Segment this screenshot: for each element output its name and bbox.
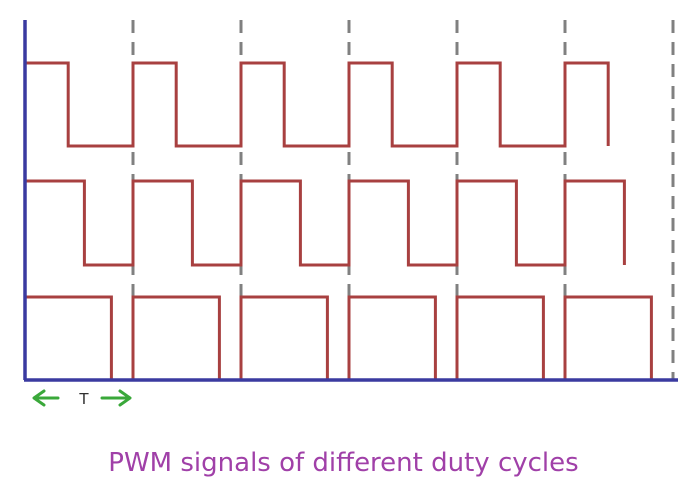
pwm-signals — [23, 61, 653, 382]
period-markers — [131, 20, 675, 380]
period-label: T — [78, 390, 89, 408]
pwm-signal-3 — [23, 295, 653, 382]
period-indicator: T — [32, 389, 132, 408]
arrow-left-icon — [32, 389, 60, 407]
arrow-right-icon — [100, 389, 132, 407]
axes — [23, 20, 678, 382]
pwm-signal-1 — [23, 61, 610, 148]
pwm-signal-2 — [23, 179, 626, 267]
caption: PWM signals of different duty cycles — [108, 448, 579, 478]
